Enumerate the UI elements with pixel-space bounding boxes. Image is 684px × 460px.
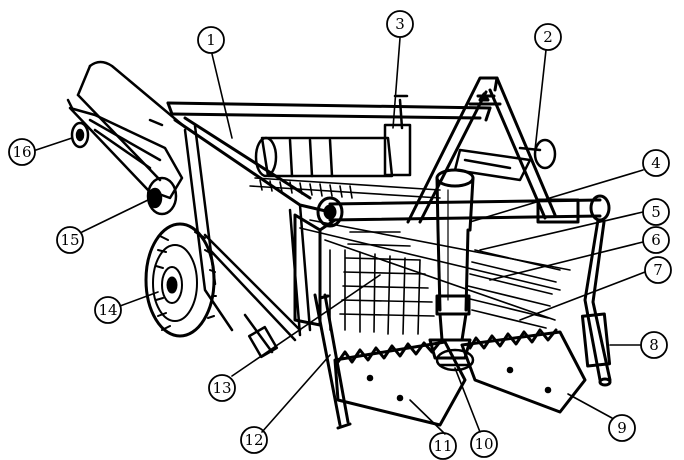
pulley-15 <box>146 176 178 216</box>
callout-3: 3 <box>386 10 414 38</box>
right-share <box>460 328 587 414</box>
callout-label: 8 <box>649 336 659 354</box>
callout-15: 15 <box>56 226 84 254</box>
top-link-pin <box>518 138 557 170</box>
callout-label: 14 <box>98 301 117 319</box>
callout-5: 5 <box>642 198 670 226</box>
a-frame-hitch <box>406 76 557 224</box>
callout-label: 2 <box>543 28 553 46</box>
callout-11: 11 <box>429 432 457 460</box>
drive-drum <box>254 94 412 178</box>
callout-label: 12 <box>244 431 263 449</box>
right-depth-bar <box>580 218 612 387</box>
callout-6: 6 <box>642 226 670 254</box>
callout-label: 16 <box>12 143 31 161</box>
callout-label: 3 <box>395 15 405 33</box>
leader-lines <box>35 37 646 435</box>
callout-label: 11 <box>433 437 452 455</box>
callout-label: 5 <box>651 203 661 221</box>
callout-label: 10 <box>474 435 493 453</box>
rear-conveyor <box>249 177 441 199</box>
callout-1: 1 <box>197 26 225 54</box>
callout-12: 12 <box>240 426 268 454</box>
callout-9: 9 <box>608 414 636 442</box>
callout-16: 16 <box>8 138 36 166</box>
front-conveyor <box>299 219 571 335</box>
gearbox-brackets <box>453 148 532 182</box>
callout-label: 13 <box>212 379 231 397</box>
cross-bar <box>316 194 611 228</box>
callout-label: 4 <box>651 154 661 172</box>
callout-10: 10 <box>470 430 498 458</box>
callout-4: 4 <box>642 149 670 177</box>
rear-arm <box>66 60 188 200</box>
callout-7: 7 <box>644 256 672 284</box>
left-share <box>333 340 467 427</box>
callout-13: 13 <box>208 374 236 402</box>
callout-label: 6 <box>651 231 661 249</box>
callout-14: 14 <box>94 296 122 324</box>
callout-label: 15 <box>60 231 79 249</box>
callout-label: 1 <box>206 31 216 49</box>
wheel <box>144 222 217 338</box>
callout-2: 2 <box>534 23 562 51</box>
callout-label: 7 <box>653 261 663 279</box>
callout-label: 9 <box>617 419 627 437</box>
callout-8: 8 <box>640 331 668 359</box>
left-side-plate <box>293 213 337 327</box>
